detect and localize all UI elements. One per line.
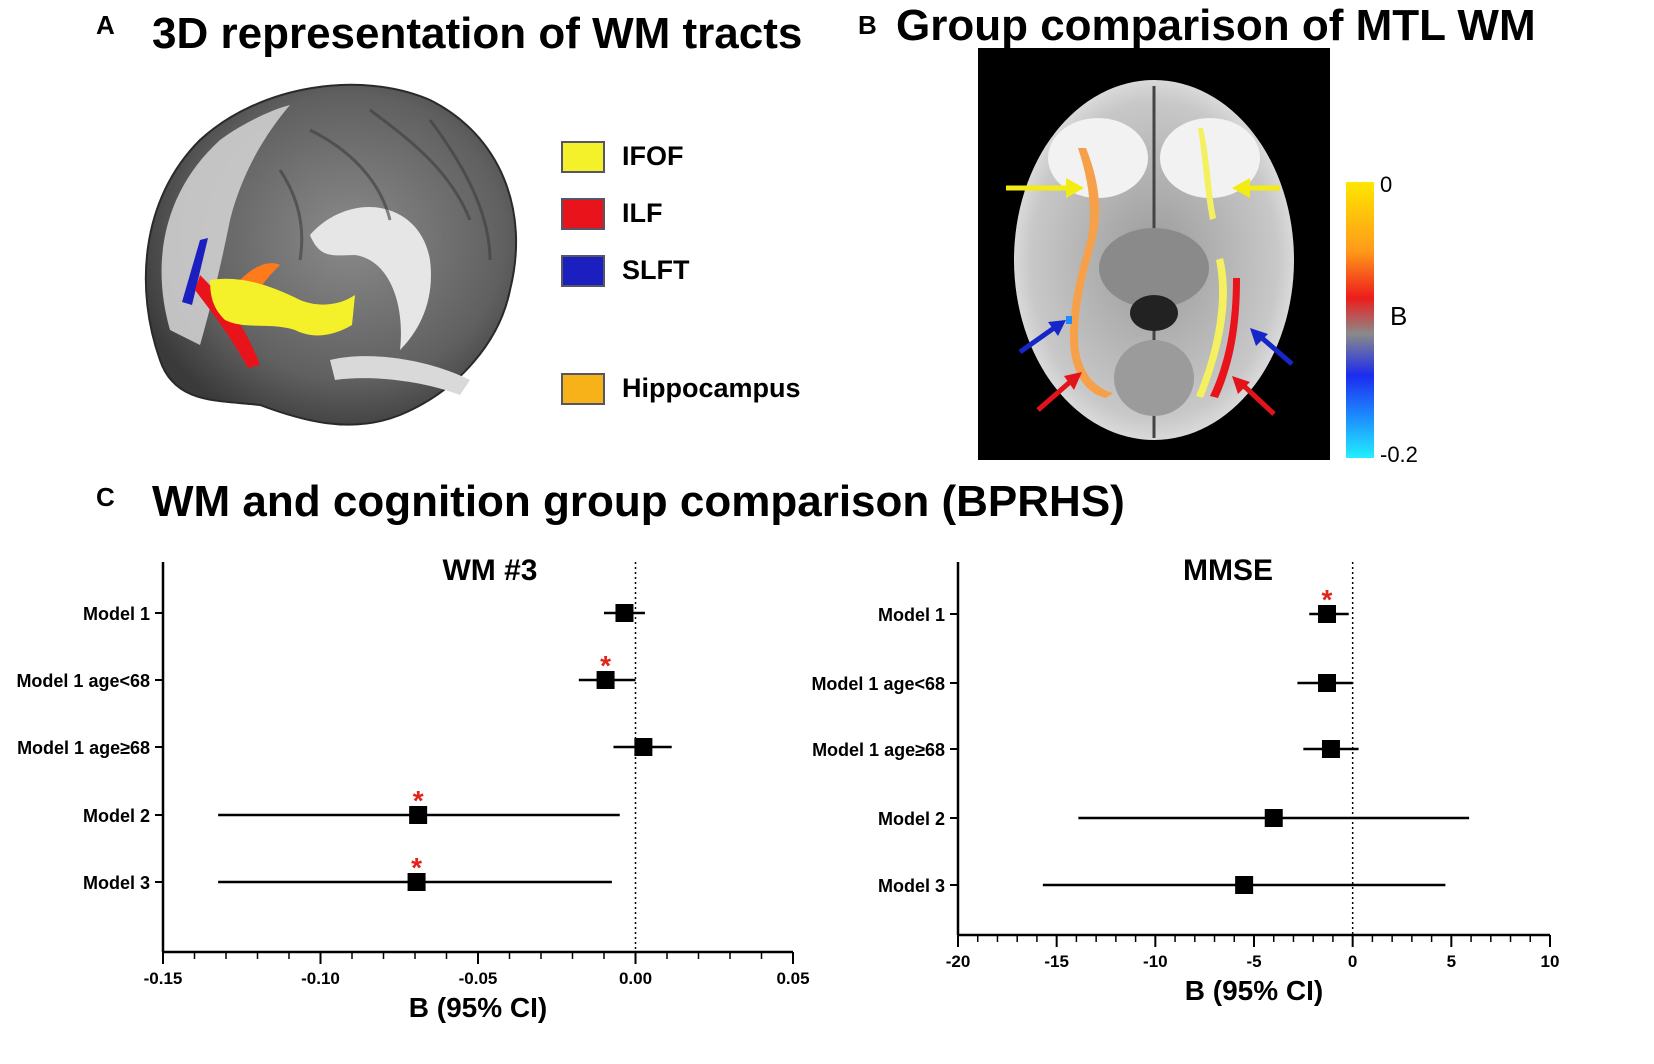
- legend-swatch-ifof: [561, 141, 605, 173]
- row-label: Model 2: [83, 806, 150, 826]
- row-label: Model 1 age≥68: [812, 740, 945, 760]
- colorbar-title: B: [1390, 301, 1407, 331]
- forest-plot-wm3: WM #3 B (95% CI) -0.15 -0.10 -0.05 0.00 0.05 Mo…: [16, 554, 809, 1023]
- legend-label-slft: SLFT: [622, 255, 690, 285]
- forest-plot-mmse: MMSE B (95% CI) -20 -15 -10 -5 0 5 10 Model 1 * Mod…: [811, 554, 1559, 1006]
- significance-asterisk: *: [411, 852, 422, 883]
- left-blue-spot: [1066, 316, 1072, 324]
- x-tick-label: -10: [1143, 952, 1168, 971]
- panel-c-letter: C: [96, 482, 115, 512]
- sulci-lines: [278, 108, 492, 261]
- x-axis-label: B (95% CI): [409, 992, 547, 1023]
- left-tract-highlight: [1070, 148, 1113, 398]
- right-tract-yellow: [1198, 128, 1216, 220]
- legend-label-hippocampus: Hippocampus: [622, 373, 801, 403]
- panel-b-letter: B: [858, 10, 877, 40]
- row-label: Model 3: [83, 873, 150, 893]
- chart-title: MMSE: [1183, 554, 1273, 587]
- estimate-marker: [1264, 809, 1283, 827]
- row-label: Model 1: [878, 605, 945, 625]
- x-tick-label: -5: [1246, 952, 1261, 971]
- panel-a-letter: A: [96, 10, 115, 40]
- x-tick-label: -20: [946, 952, 971, 971]
- x-tick-label: 0.05: [776, 969, 809, 988]
- x-tick-label: 5: [1447, 952, 1456, 971]
- x-tick-label: -0.05: [459, 969, 498, 988]
- significance-asterisk: *: [600, 650, 611, 681]
- row-label: Model 1 age<68: [811, 674, 945, 694]
- row-label: Model 2: [878, 809, 945, 829]
- legend-swatch-ilf: [561, 198, 605, 230]
- axial-mri-slice: [978, 48, 1330, 460]
- cerebellum: [1114, 340, 1194, 416]
- estimate-marker: [407, 873, 426, 891]
- estimate-marker: [615, 604, 634, 622]
- forest-plots: WM #3 B (95% CI) -0.15 -0.10 -0.05 0.00 0.05 Mo…: [16, 554, 1559, 1023]
- thalamus: [1099, 228, 1209, 308]
- x-axis-label: B (95% CI): [1185, 975, 1323, 1006]
- row-label: Model 1 age<68: [16, 671, 150, 691]
- x-tick-label: -0.15: [144, 969, 183, 988]
- estimate-marker: [1235, 876, 1254, 894]
- chart-title: WM #3: [442, 554, 537, 587]
- ventricle-cut: [310, 207, 431, 350]
- legend-swatch-hippocampus: [561, 373, 605, 405]
- significance-asterisk: *: [1322, 584, 1333, 615]
- estimate-marker: [634, 738, 653, 756]
- x-tick-label: 0: [1348, 952, 1357, 971]
- right-tract-yellow-lower: [1196, 258, 1227, 398]
- yellow-arrow-left-icon: [1006, 178, 1084, 198]
- colorbar-max-label: 0: [1380, 172, 1392, 197]
- legend-swatch-slft: [561, 255, 605, 287]
- red-arrow-right-icon: [1232, 376, 1276, 416]
- midbrain: [1130, 295, 1178, 331]
- significance-asterisk: *: [413, 785, 424, 816]
- panel-a-title: 3D representation of WM tracts: [152, 9, 803, 58]
- brain-3d-render: [144, 83, 518, 426]
- brainstem-cut: [330, 356, 470, 395]
- x-tick-label: -0.10: [301, 969, 340, 988]
- colorbar-gradient: [1346, 182, 1374, 458]
- estimate-marker: [1321, 740, 1340, 758]
- estimate-marker: [409, 806, 428, 824]
- panel-c-title: WM and cognition group comparison (BPRHS…: [152, 477, 1125, 526]
- row-label: Model 3: [878, 876, 945, 896]
- legend-label-ifof: IFOF: [622, 141, 684, 171]
- colorbar-min-label: -0.2: [1380, 442, 1418, 467]
- x-tick-label: 10: [1541, 952, 1560, 971]
- row-label: Model 1: [83, 604, 150, 624]
- row-label: Model 1 age≥68: [17, 738, 150, 758]
- slft-tract: [182, 238, 208, 305]
- frontal-wm-left: [1048, 118, 1148, 198]
- legend-label-ilf: ILF: [622, 198, 663, 228]
- ifof-tract: [210, 278, 355, 336]
- arrow-layer: [1006, 178, 1294, 416]
- x-tick-label: -15: [1044, 952, 1069, 971]
- red-arrow-left-icon: [1036, 372, 1082, 412]
- estimate-marker: [596, 671, 615, 689]
- estimate-marker: [1318, 605, 1337, 623]
- frontal-wm-right: [1160, 118, 1260, 198]
- colorbar: 0 B -0.2: [1346, 172, 1418, 467]
- blue-arrow-left-icon: [1018, 320, 1066, 355]
- panel-b-title: Group comparison of MTL WM: [896, 1, 1536, 50]
- estimate-marker: [1318, 674, 1337, 692]
- x-tick-label: 0.00: [619, 969, 652, 988]
- yellow-arrow-right-icon: [1232, 178, 1280, 198]
- right-tract-red: [1210, 278, 1240, 398]
- blue-arrow-right-icon: [1250, 328, 1294, 366]
- ilf-tract: [195, 275, 260, 368]
